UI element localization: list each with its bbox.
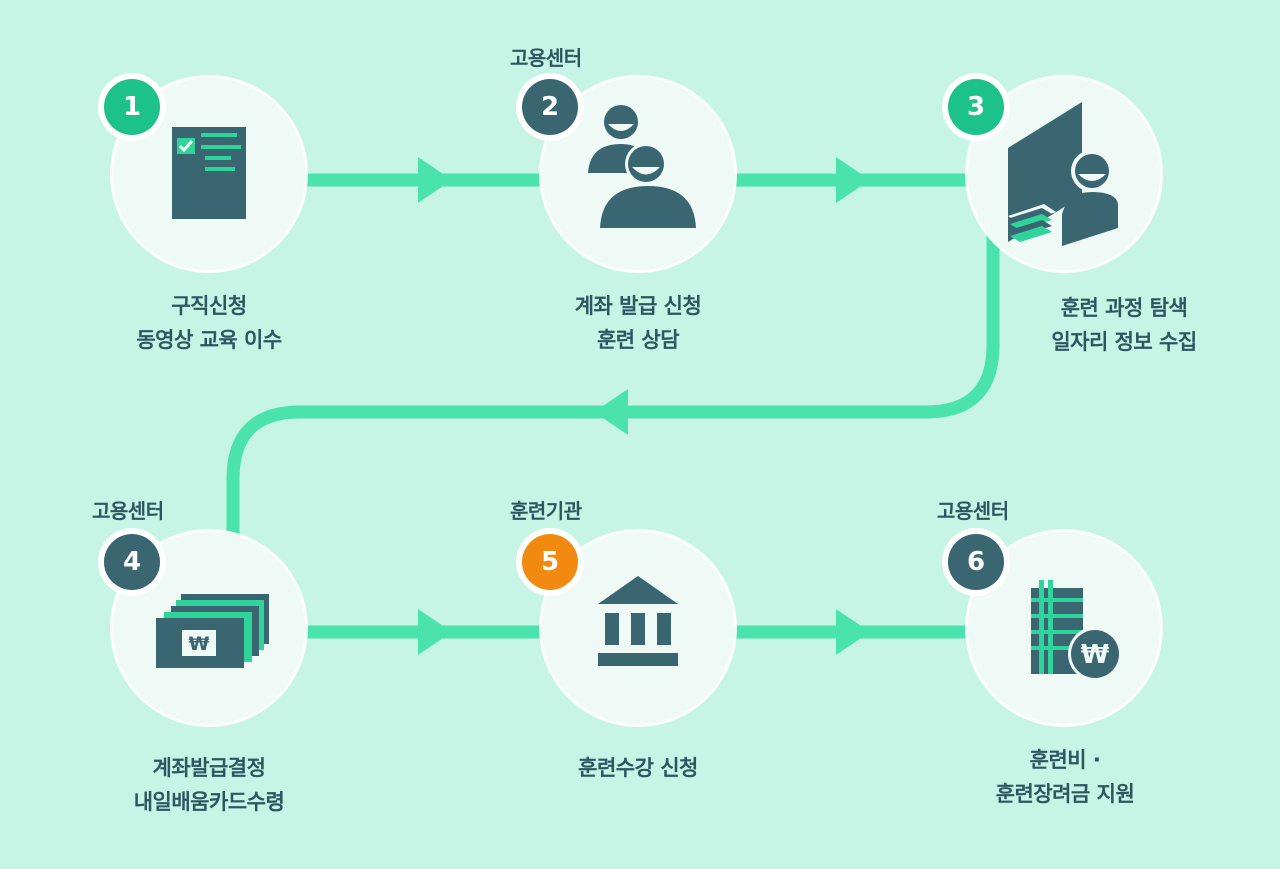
card-stack-won-icon: ₩	[156, 594, 269, 668]
step-2-caption-line-1: 계좌 발급 신청	[574, 294, 702, 318]
step-6-number-badge: 6	[948, 534, 1004, 590]
ledger-won-coin-icon: ₩	[1031, 580, 1122, 681]
arrow-head-3-4	[594, 389, 628, 435]
step-3-caption-line-2: 일자리 정보 수집	[1051, 330, 1197, 354]
connector-3-4	[226, 230, 1000, 540]
arrow-head-2-3	[836, 157, 870, 203]
step-1-caption-line-1: 구직신청	[171, 294, 247, 318]
arrow-head-5-6	[836, 609, 870, 655]
step-1-caption-line-2: 동영상 교육 이수	[136, 328, 282, 352]
consultation-people-icon	[588, 105, 696, 228]
svg-text:₩: ₩	[189, 633, 210, 655]
step-5-caption-line-1: 훈련수강 신청	[578, 756, 698, 780]
document-checklist-icon	[172, 127, 246, 219]
step-4-location-tag: 고용센터	[92, 499, 164, 523]
step-6-caption-line-2: 훈련장려금 지원	[995, 782, 1135, 806]
arrow-head-4-5	[418, 609, 452, 655]
step-1-caption: 구직신청 동영상 교육 이수	[59, 289, 359, 357]
step-5-caption: 훈련수강 신청	[488, 751, 788, 785]
step-2-caption-line-2: 훈련 상담	[596, 328, 680, 352]
institution-building-icon	[598, 576, 678, 666]
step-5-number-badge: 5	[522, 534, 578, 590]
step-2-location-tag: 고용센터	[510, 46, 582, 70]
step-3-caption: 훈련 과정 탐색 일자리 정보 수집	[974, 291, 1274, 359]
step-6-caption: 훈련비 · 훈련장려금 지원	[915, 743, 1215, 811]
step-4-caption: 계좌발급결정 내일배움카드수령	[59, 751, 359, 819]
step-6-location-tag: 고용센터	[937, 499, 1009, 523]
step-4-caption-line-2: 내일배움카드수령	[133, 790, 285, 814]
step-2-caption: 계좌 발급 신청 훈련 상담	[488, 289, 788, 357]
step-5-location-tag: 훈련기관	[510, 499, 582, 523]
step-6-caption-line-1: 훈련비 ·	[1029, 748, 1101, 772]
step-3-caption-line-1: 훈련 과정 탐색	[1060, 296, 1188, 320]
step-1-number-badge: 1	[104, 79, 160, 135]
step-4-caption-line-1: 계좌발급결정	[152, 756, 266, 780]
person-board-icon	[1008, 102, 1118, 246]
svg-text:₩: ₩	[1081, 640, 1110, 670]
step-2-number-badge: 2	[522, 79, 578, 135]
arrow-head-1-2	[418, 157, 452, 203]
step-4-number-badge: 4	[104, 534, 160, 590]
step-3-number-badge: 3	[948, 79, 1004, 135]
